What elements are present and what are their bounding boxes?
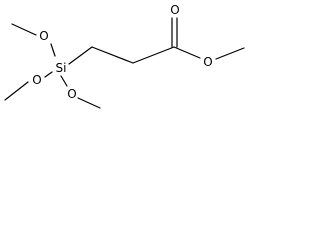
atom-oxygen-lower-methoxy: O [67,87,76,101]
atom-oxygen-upper-methoxy: O [39,29,48,43]
bond-lower-oxygen-methyl [77,97,101,109]
bond-silicon-ch2 [68,46,93,65]
bond-carbonyl-ester-oxygen [173,46,201,59]
chemical-structure: O O Si O O O [4,3,245,109]
bond-upper-methyl-oxygen [11,23,37,36]
atom-oxygen-ester: O [203,55,212,69]
atom-oxygen-left-methoxy: O [32,73,41,87]
bond-lower-silicon-oxygen [60,75,68,87]
atom-silicon: Si [56,61,67,75]
bond-ch2-ch2 [91,46,134,64]
bond-left-methyl-oxygen [4,81,29,101]
bond-ester-oxygen-methyl [215,47,245,60]
bond-left-oxygen-silicon [44,71,53,78]
bond-ch2-carbonyl-carbon [132,46,175,64]
bond-upper-oxygen-silicon [50,43,56,57]
atom-oxygen-carbonyl: O [170,3,179,17]
